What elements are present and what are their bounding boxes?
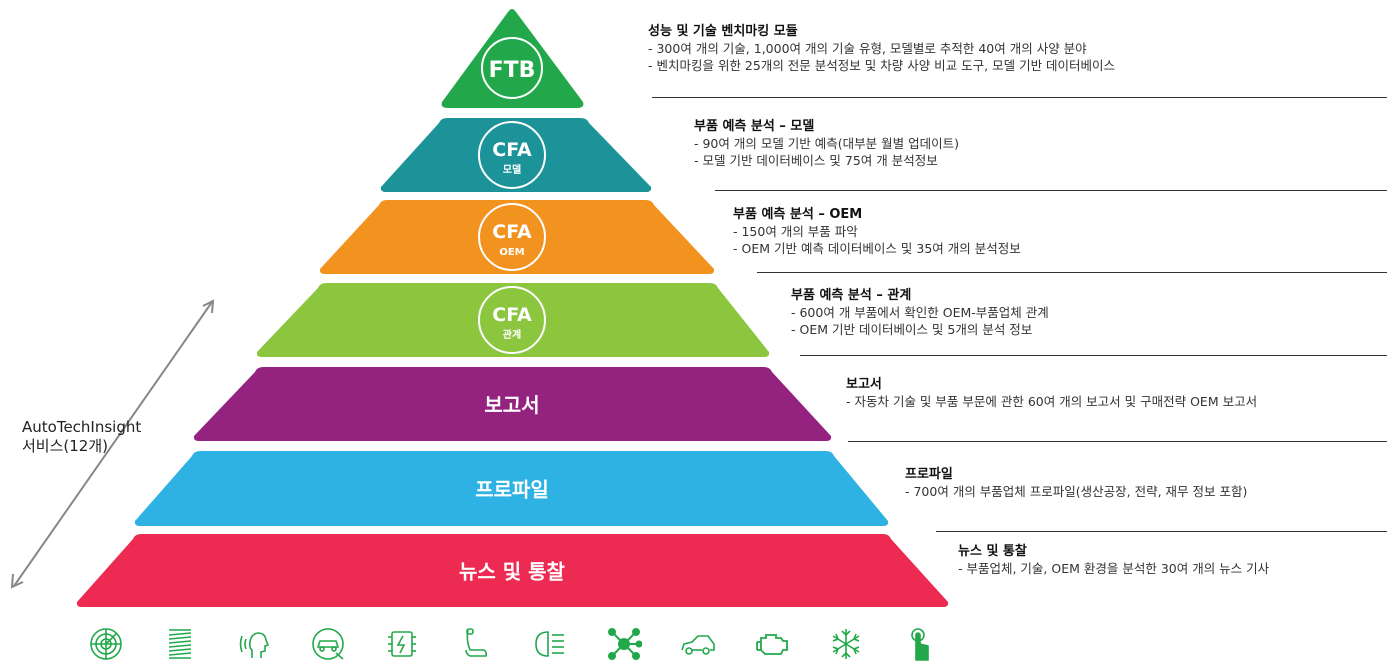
pyramid-level-3 <box>319 200 715 274</box>
desc-title: 뉴스 및 통찰 <box>958 544 1027 559</box>
pyramid-level-5 <box>193 367 832 441</box>
level-label: 뉴스 및 통찰 <box>459 560 566 584</box>
desc-line: - OEM 기반 데이터베이스 및 5개의 분석 정보 <box>791 322 1033 337</box>
level-sublabel: OEM <box>499 247 524 258</box>
coil-spring-icon <box>168 629 192 659</box>
level-label: CFA <box>492 139 532 161</box>
desc-title: 보고서 <box>846 377 882 392</box>
level-badge-ring <box>478 286 546 354</box>
desc-news: 뉴스 및 통찰 - 부품업체, 기술, OEM 환경을 분석한 30여 개의 뉴… <box>958 543 1269 577</box>
level-sublabel: 관계 <box>503 328 521 341</box>
desc-reports: 보고서 - 자동차 기술 및 부품 부문에 관한 60여 개의 보고서 및 구매… <box>846 376 1257 410</box>
level-badge-ring <box>481 37 543 99</box>
desc-line: - 벤치마킹을 위한 25개의 전문 분석정보 및 차량 사양 비교 도구, 모… <box>648 58 1116 73</box>
divider <box>800 355 1387 356</box>
pyramid-level-1 <box>441 9 584 108</box>
level-label: CFA <box>492 304 532 326</box>
network-nodes-icon <box>608 628 642 660</box>
side-label-line1: AutoTechInsight <box>22 418 142 436</box>
desc-profiles: 프로파일 - 700여 개의 부품업체 프로파일(생산공장, 전략, 재무 정보… <box>905 466 1247 500</box>
radar-icon <box>90 628 122 660</box>
desc-line: - 90여 개의 모델 기반 예측(대부분 월별 업데이트) <box>694 136 959 151</box>
desc-line: - 700여 개의 부품업체 프로파일(생산공장, 전략, 재무 정보 포함) <box>905 484 1248 499</box>
pyramid-level-6 <box>134 451 889 526</box>
service-count-label: AutoTechInsight 서비스(12개) <box>22 418 141 456</box>
engine-icon <box>756 634 788 655</box>
snowflake-icon <box>832 629 860 659</box>
side-label-line2: 서비스(12개) <box>22 437 108 455</box>
divider <box>715 190 1387 191</box>
car-seat-icon <box>465 628 488 657</box>
desc-title: 성능 및 기술 벤치마킹 모듈 <box>648 24 798 39</box>
level-badge-ring <box>478 203 546 271</box>
level-label: FTB <box>489 58 536 83</box>
voice-control-icon <box>239 632 270 658</box>
divider <box>757 272 1387 273</box>
electric-car-icon <box>312 628 344 660</box>
desc-line: - 150여 개의 부품 파악 <box>733 224 858 239</box>
desc-title: 부품 예측 분석 – OEM <box>733 207 863 222</box>
divider <box>936 531 1387 532</box>
pyramid-level-4 <box>256 283 770 357</box>
desc-line: - 600여 개 부품에서 확인한 OEM-부품업체 관계 <box>791 305 1049 320</box>
icon-strip <box>0 622 1397 666</box>
desc-cfa-oem: 부품 예측 분석 – OEM - 150여 개의 부품 파악 - OEM 기반 … <box>733 206 1021 257</box>
divider <box>652 97 1387 98</box>
divider <box>848 441 1387 442</box>
level-label: CFA <box>492 221 532 243</box>
level-label: 프로파일 <box>475 478 549 502</box>
touch-finger-icon <box>911 628 929 661</box>
desc-title: 부품 예측 분석 – 관계 <box>791 288 912 303</box>
desc-line: - 300여 개의 기술, 1,000여 개의 기술 유형, 모델별로 추적한 … <box>648 41 1087 56</box>
desc-line: - 자동차 기술 및 부품 부문에 관한 60여 개의 보고서 및 구매전략 O… <box>846 394 1258 409</box>
battery-chip-icon <box>388 631 416 657</box>
pyramid-level-2 <box>380 118 652 192</box>
desc-line: - 모델 기반 데이터베이스 및 75여 개 분석정보 <box>694 153 938 168</box>
headlamp-icon <box>535 631 564 657</box>
desc-line: - OEM 기반 예측 데이터베이스 및 35여 개의 분석정보 <box>733 241 1021 256</box>
desc-title: 부품 예측 분석 – 모델 <box>694 119 815 134</box>
level-badge-ring <box>478 121 546 189</box>
desc-title: 프로파일 <box>905 467 953 482</box>
pyramid-level-7 <box>76 534 949 607</box>
desc-cfa-relation: 부품 예측 분석 – 관계 - 600여 개 부품에서 확인한 OEM-부품업체… <box>791 287 1049 338</box>
level-sublabel: 모델 <box>503 164 521 176</box>
car-body-icon <box>681 635 715 655</box>
desc-line: - 부품업체, 기술, OEM 환경을 분석한 30여 개의 뉴스 기사 <box>958 561 1270 576</box>
level-label: 보고서 <box>484 393 539 417</box>
double-arrow <box>10 299 215 589</box>
desc-cfa-model: 부품 예측 분석 – 모델 - 90여 개의 모델 기반 예측(대부분 월별 업… <box>694 118 959 169</box>
desc-ftb: 성능 및 기술 벤치마킹 모듈 - 300여 개의 기술, 1,000여 개의 … <box>648 23 1115 74</box>
